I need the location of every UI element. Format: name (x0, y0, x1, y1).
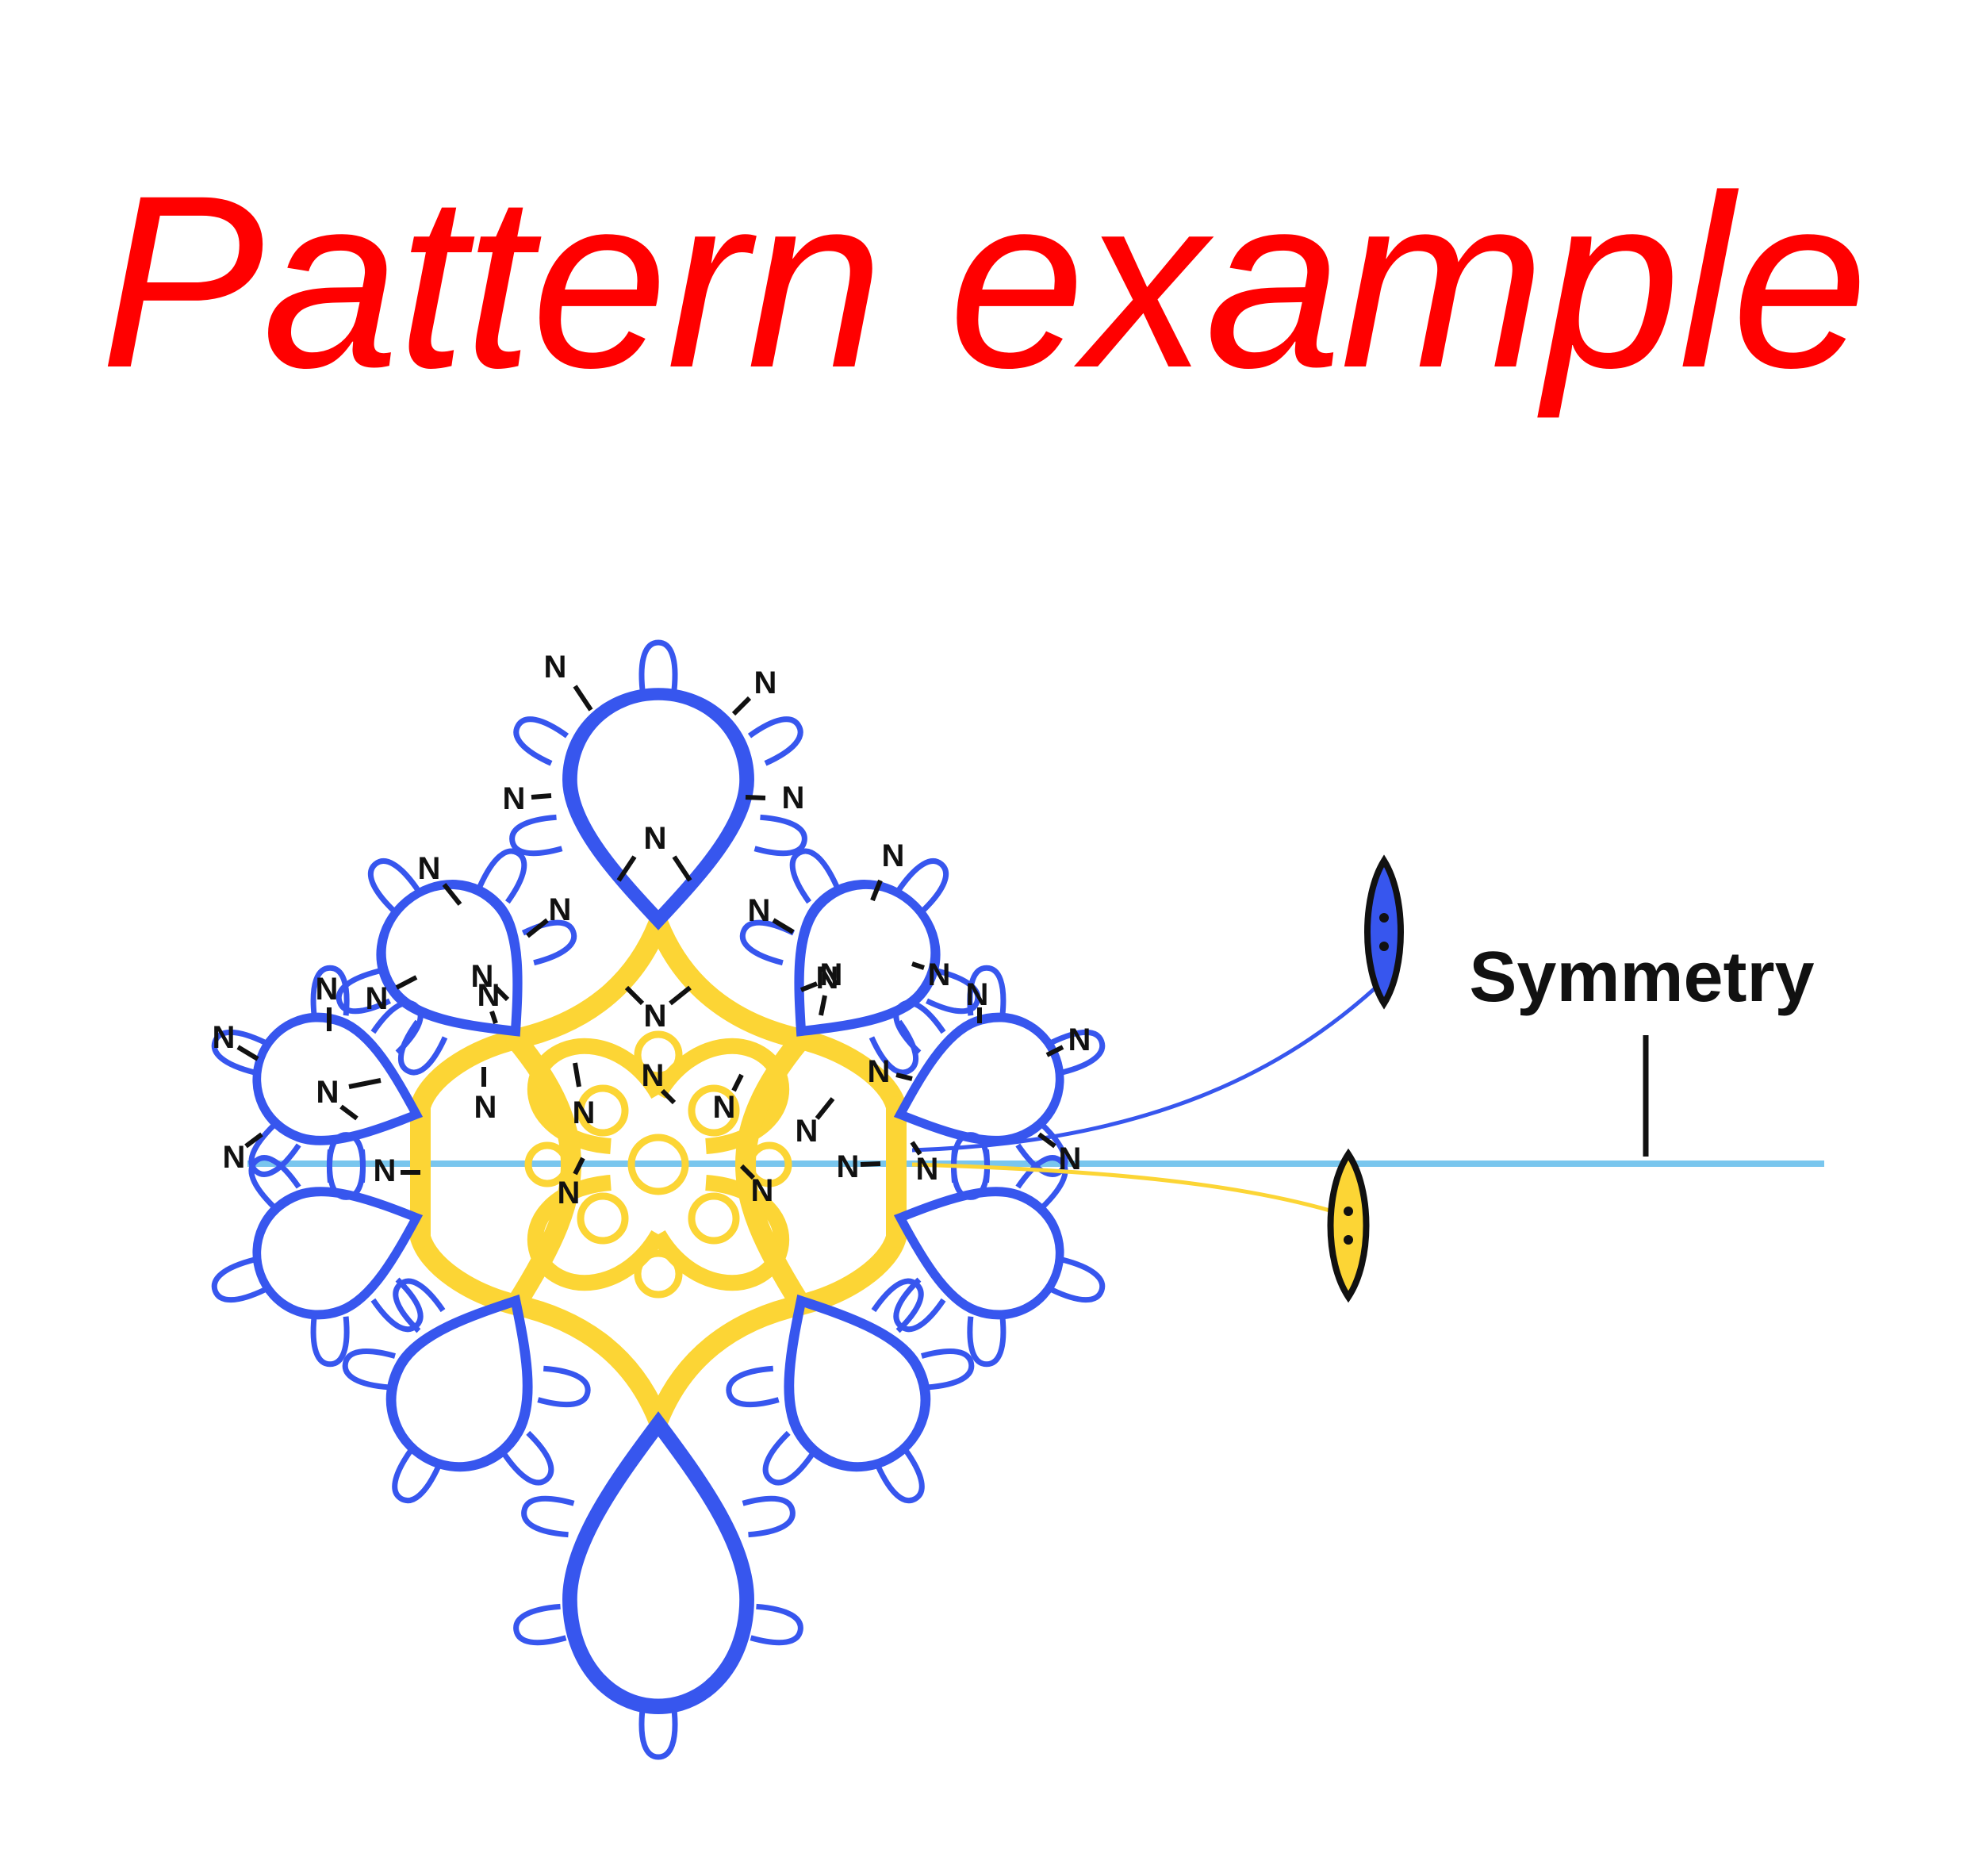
node-label: N (928, 957, 951, 992)
node-label: N (316, 972, 339, 1007)
node-tick (731, 1073, 744, 1092)
node-tick (739, 1164, 756, 1180)
node-tick (616, 855, 637, 882)
blue-thread (911, 982, 1382, 1153)
node-tick (526, 918, 549, 938)
node-label: N (882, 838, 905, 873)
node-tick (672, 855, 692, 882)
node-label: N (644, 821, 667, 856)
node-label: N (213, 1020, 236, 1055)
blue-shuttle-icon (1364, 854, 1404, 1010)
blue-rings (176, 643, 1141, 1757)
node-label: N (751, 1173, 774, 1208)
node-label: N (366, 981, 389, 1016)
node-tick (745, 795, 766, 800)
node-label: N (820, 957, 843, 992)
node-label: N (316, 1075, 339, 1110)
node-label: N (544, 650, 567, 685)
node-label: N (642, 1058, 665, 1093)
node-label: N (916, 1152, 939, 1187)
node-tick (624, 985, 645, 1006)
page-title: Pattern example (100, 144, 1868, 419)
node-tick (348, 1078, 382, 1089)
node-tick (799, 981, 819, 992)
node-tick (1045, 1045, 1064, 1057)
node-label: N (573, 1095, 596, 1130)
node-tick (911, 961, 925, 970)
yellow-thread (911, 1162, 1341, 1216)
node-tick (573, 685, 593, 712)
node-label: N (644, 821, 667, 856)
node-label: N (966, 977, 989, 1012)
node-label: N (223, 1140, 246, 1175)
symmetry-label: Symmetry (1469, 938, 1814, 1017)
node-tick (815, 1097, 835, 1120)
node-tick (669, 985, 692, 1006)
node-tick (772, 918, 795, 934)
node-tick (531, 793, 552, 800)
node-tick (895, 1072, 913, 1081)
node-tick (870, 879, 883, 902)
node-label: N (374, 1153, 397, 1188)
ring-bottom (513, 1424, 803, 1757)
node-label: N (713, 1090, 736, 1125)
node-tick (395, 975, 418, 990)
node-label: N (477, 978, 500, 1013)
node-label: N (316, 1075, 339, 1110)
node-tick (910, 1141, 922, 1156)
node-label: N (796, 1114, 819, 1149)
node-label: N (474, 1090, 497, 1125)
node-tick (819, 995, 827, 1016)
node-label: N (1059, 1141, 1082, 1176)
node-label: N (644, 999, 667, 1034)
node-label: N (558, 1176, 581, 1210)
node-label: N (549, 892, 572, 927)
node-label: N (754, 666, 777, 700)
node-tick (1037, 1132, 1056, 1149)
node-tick (493, 985, 510, 1002)
node-label: N (503, 781, 526, 816)
node-tick (236, 1045, 259, 1061)
node-label: N (644, 999, 667, 1034)
node-label: N (782, 781, 805, 815)
node-tick (244, 1132, 263, 1149)
node-label: N (868, 1054, 891, 1089)
node-tick (731, 696, 752, 716)
node-tick (442, 883, 462, 906)
node-label: N (816, 961, 839, 996)
node-label: N (748, 893, 771, 928)
node-tick (339, 1104, 359, 1121)
node-tick (489, 1011, 498, 1024)
node-tick (660, 1088, 677, 1105)
yellow-shuttle-icon (1327, 1148, 1370, 1303)
node-label: N (837, 1149, 860, 1184)
node-label: N (471, 959, 494, 994)
node-label: N (1068, 1022, 1091, 1057)
node-label: N (418, 851, 441, 886)
node-tick (573, 1062, 581, 1088)
node-tick (573, 1157, 585, 1176)
